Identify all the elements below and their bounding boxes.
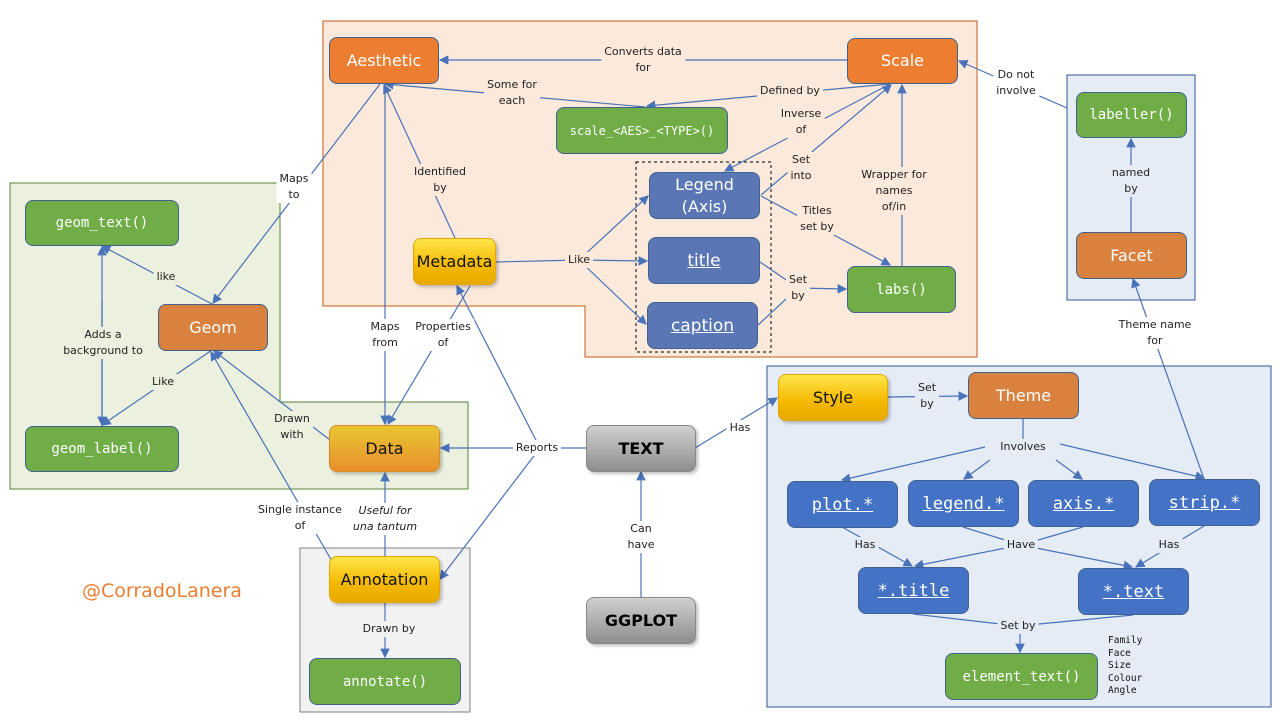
node-plot[interactable]: plot.* bbox=[787, 481, 898, 528]
label-maps-to: Maps to bbox=[276, 171, 312, 203]
node-star-text[interactable]: *.text bbox=[1078, 568, 1189, 615]
label-drawn-by: Drawn by bbox=[359, 621, 419, 637]
node-labeller[interactable]: labeller() bbox=[1076, 92, 1187, 138]
node-strip[interactable]: strip.* bbox=[1149, 479, 1260, 526]
node-geom-text[interactable]: geom_text() bbox=[25, 200, 179, 246]
label-have: Have bbox=[1003, 537, 1039, 553]
label-titles-set-by: Titles set by bbox=[797, 203, 837, 235]
label-has-strip: Has bbox=[1155, 537, 1183, 553]
edge-reports-metadata bbox=[456, 284, 541, 449]
label-wrapper: Wrapper for names of/in bbox=[858, 167, 930, 215]
label-converts: Converts data for bbox=[601, 44, 685, 76]
label-identified-by: Identified by bbox=[410, 164, 470, 196]
label-reports: Reports bbox=[512, 440, 562, 456]
label-named-by: named by bbox=[1108, 165, 1154, 197]
label-set-by-theme: Set by bbox=[914, 380, 940, 412]
node-axis[interactable]: axis.* bbox=[1028, 480, 1139, 527]
label-has-style: Has bbox=[726, 420, 754, 436]
node-annotate[interactable]: annotate() bbox=[309, 658, 461, 705]
node-legend-axis[interactable]: Legend (Axis) bbox=[649, 172, 760, 219]
edge-involves-plot bbox=[840, 446, 986, 483]
label-theme-name-for: Theme name for bbox=[1115, 317, 1195, 349]
label-properties-of: Properties of bbox=[412, 319, 474, 351]
node-title[interactable]: title bbox=[648, 237, 760, 284]
node-caption[interactable]: caption bbox=[647, 302, 758, 349]
label-drawn-with: Drawn with bbox=[271, 411, 313, 443]
node-text[interactable]: TEXT bbox=[586, 425, 696, 472]
label-maps-from: Maps from bbox=[367, 319, 403, 351]
label-defined-by: Defined by bbox=[757, 83, 823, 99]
label-like-text: like bbox=[153, 269, 179, 285]
edge-reports-annotation bbox=[439, 447, 541, 580]
label-set-into: Set into bbox=[787, 152, 815, 184]
label-like-meta: Like bbox=[565, 252, 593, 268]
label-inverse-of: Inverse of bbox=[777, 106, 825, 138]
edge-meta-like bbox=[494, 259, 580, 263]
node-aesthetic[interactable]: Aesthetic bbox=[329, 37, 439, 84]
label-like-label: Like bbox=[149, 374, 177, 390]
node-annotation[interactable]: Annotation bbox=[329, 556, 440, 603]
node-geom[interactable]: Geom bbox=[158, 304, 268, 351]
edge-theme-name-for bbox=[1131, 277, 1205, 480]
edge-properties-of bbox=[387, 285, 471, 426]
node-facet[interactable]: Facet bbox=[1076, 232, 1187, 279]
node-scale[interactable]: Scale bbox=[847, 38, 958, 84]
node-element-text[interactable]: element_text() bbox=[945, 653, 1098, 700]
metadata-examples-group bbox=[635, 161, 772, 353]
node-legend-element[interactable]: legend.* bbox=[908, 480, 1019, 527]
node-ggplot[interactable]: GGPLOT bbox=[586, 597, 696, 644]
label-some-for-each: Some for each bbox=[484, 77, 540, 109]
label-useful-for: Useful for una tantum bbox=[349, 503, 421, 535]
edge-set-into bbox=[760, 84, 892, 196]
edge-like-caption bbox=[578, 259, 647, 325]
edge-single-instance bbox=[210, 350, 341, 576]
node-data[interactable]: Data bbox=[329, 425, 440, 472]
label-involves: Involves bbox=[997, 439, 1049, 455]
edge-like-legend bbox=[578, 195, 649, 261]
node-scale-function[interactable]: scale_<AES>_<TYPE>() bbox=[556, 107, 728, 154]
edge-involves-legend bbox=[963, 459, 991, 480]
label-has-plot: Has bbox=[851, 537, 879, 553]
label-do-not-involve: Do not involve bbox=[993, 67, 1039, 99]
element-text-properties: Family Face Size Colour Angle bbox=[1108, 635, 1143, 696]
author-handle: @CorradoLanera bbox=[82, 580, 242, 602]
edge-involves-axis bbox=[1055, 459, 1083, 480]
node-style[interactable]: Style bbox=[778, 374, 888, 421]
label-set-by-element: Set by bbox=[997, 618, 1039, 634]
label-set-by-labs: Set by bbox=[785, 272, 811, 304]
label-can-have: Can have bbox=[624, 521, 658, 553]
edge-involves-strip bbox=[1059, 443, 1206, 481]
node-theme[interactable]: Theme bbox=[968, 372, 1079, 419]
node-geom-label[interactable]: geom_label() bbox=[25, 426, 179, 472]
node-labs[interactable]: labs() bbox=[847, 266, 956, 313]
node-star-title[interactable]: *.title bbox=[858, 567, 969, 614]
node-metadata[interactable]: Metadata bbox=[413, 238, 496, 285]
label-adds-bg: Adds a background to bbox=[60, 327, 146, 359]
edge-have-title bbox=[913, 544, 1022, 570]
edge-have-text bbox=[1020, 544, 1134, 571]
label-single-instance: Single instance of bbox=[255, 502, 345, 534]
edge-identified-by bbox=[383, 83, 456, 239]
